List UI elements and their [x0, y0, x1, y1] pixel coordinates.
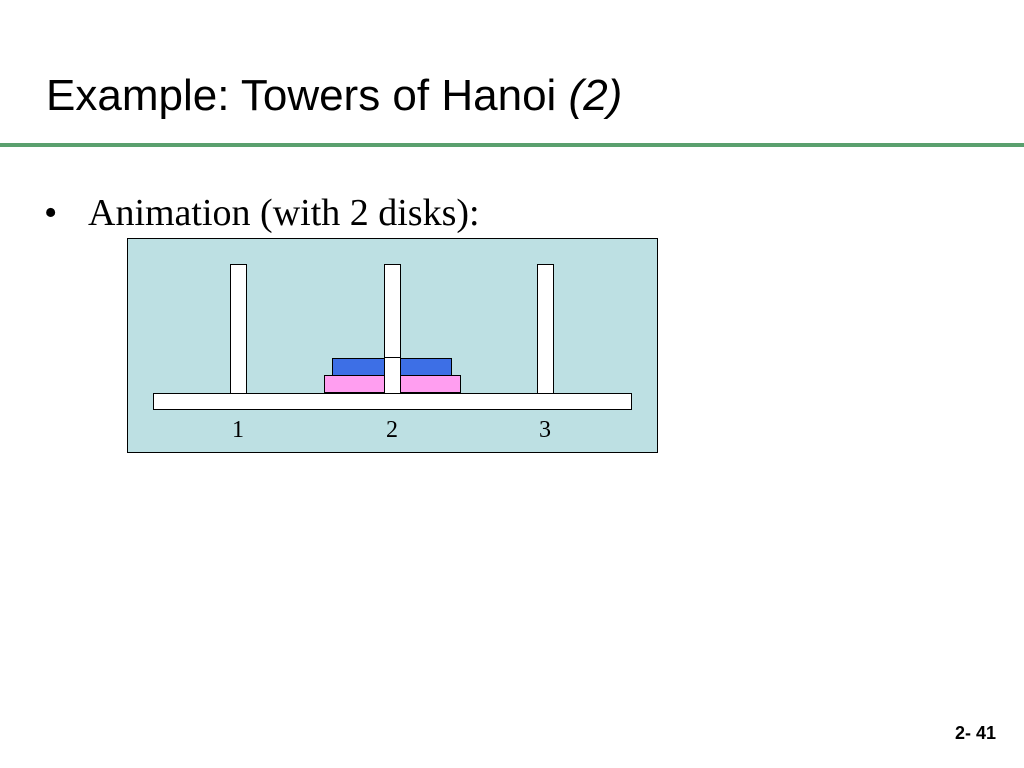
- title-divider: [0, 143, 1024, 147]
- peg-1: [230, 264, 247, 395]
- peg-label-2: 2: [386, 417, 398, 443]
- bullet-text: Animation (with 2 disks):: [88, 192, 480, 234]
- bullet-symbol: •: [44, 192, 58, 234]
- slide-title: Example: Towers of Hanoi (2): [46, 68, 622, 124]
- peg-2-overlap: [384, 357, 401, 394]
- page-number: 2- 41: [954, 723, 996, 743]
- bullet-item: • Animation (with 2 disks):: [44, 190, 480, 236]
- base-board: [153, 393, 632, 410]
- peg-3: [537, 264, 554, 395]
- slide-title-main: Example: Towers of Hanoi: [46, 71, 569, 120]
- peg-label-1: 1: [232, 417, 244, 443]
- slide-title-sub: (2): [568, 71, 623, 120]
- peg-label-3: 3: [539, 417, 551, 443]
- hanoi-diagram: 1 2 3: [127, 238, 658, 453]
